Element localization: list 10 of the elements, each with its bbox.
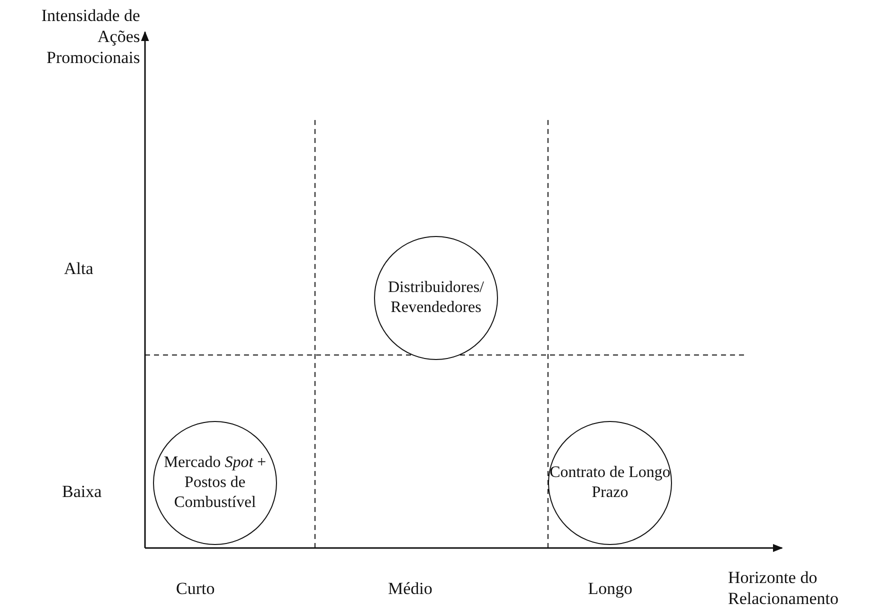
axis-tick-label: Baixa xyxy=(62,481,103,502)
circle-label: Contrato de Longo Prazo xyxy=(549,463,671,503)
circle-label: Mercado Spot + Postos de Combustível xyxy=(162,453,268,513)
circle-label: Distribuidores/ Revendedores xyxy=(387,278,485,318)
axis-tick-label: Médio xyxy=(388,578,434,599)
x-axis-title: Horizonte do Relacionamento xyxy=(728,567,840,609)
axis-tick-label: Alta xyxy=(64,258,94,279)
axis-tick-label: Longo xyxy=(588,578,634,599)
axis-tick-label: Curto xyxy=(176,578,216,599)
y-axis-title: Intensidade de Ações Promocionais xyxy=(40,5,140,68)
